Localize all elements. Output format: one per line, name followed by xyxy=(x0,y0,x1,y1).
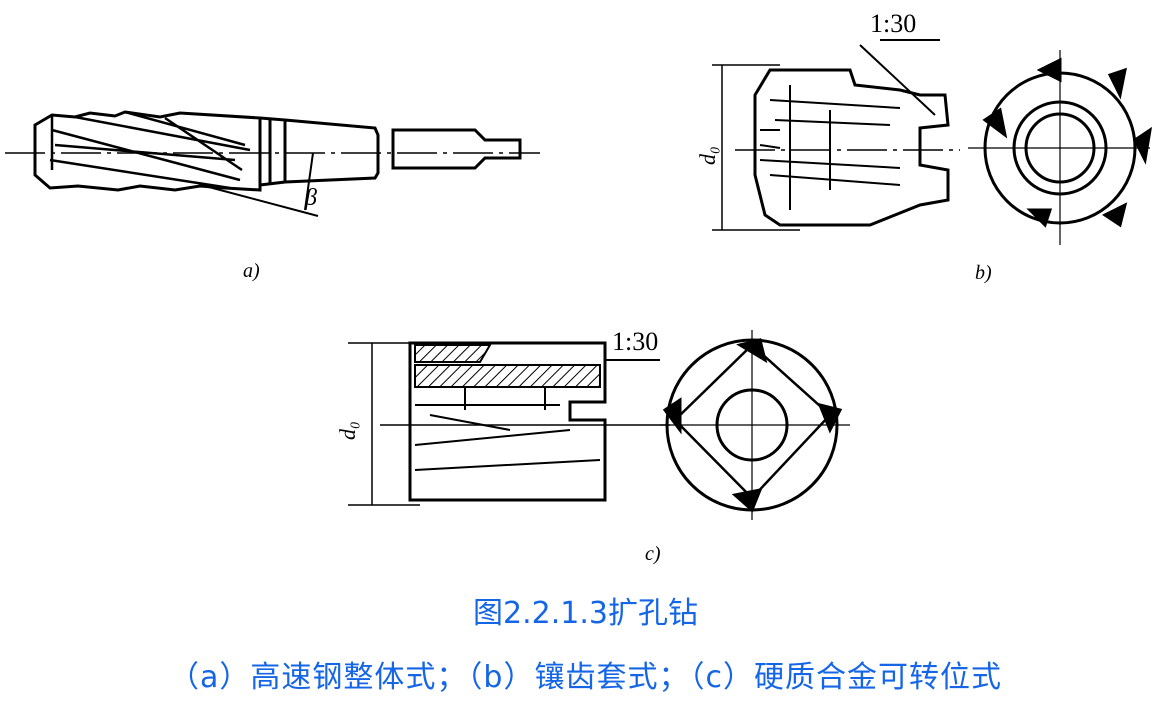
panel-b-label: b) xyxy=(975,262,992,284)
panel-c-taper-label: 1:30 xyxy=(612,327,658,356)
beta-angle-label: β xyxy=(304,185,317,211)
panel-b-inserted-tooth-shell-drill xyxy=(712,39,1153,245)
panel-c-diameter-label: d₀ xyxy=(335,421,360,440)
panel-a-solid-hss-drill xyxy=(5,110,540,217)
panel-a-label: a) xyxy=(243,260,260,282)
figure-subtitle: （a）高速钢整体式；（b）镶齿套式；（c）硬质合金可转位式 xyxy=(169,660,1002,695)
panel-b-diameter-label: d₀ xyxy=(695,146,720,165)
panel-c-carbide-indexable-drill xyxy=(348,330,850,520)
panel-c-label: c) xyxy=(645,543,661,565)
panel-b-taper-label: 1:30 xyxy=(870,9,916,38)
figure-title: 图2.2.1.3扩孔钻 xyxy=(473,596,698,631)
